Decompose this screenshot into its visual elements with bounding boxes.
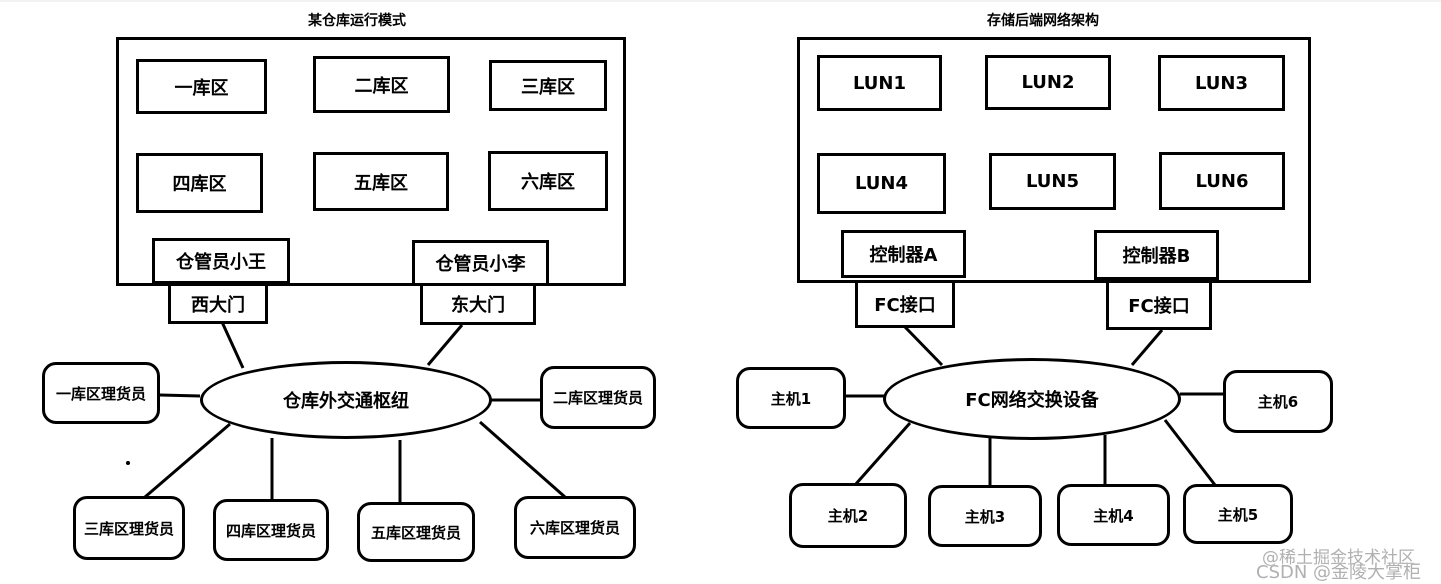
traffic-hub-ellipse: 仓库外交通枢纽: [200, 361, 492, 439]
controller-a-box: 控制器A: [841, 230, 966, 278]
fc-port-a-box: FC接口: [855, 280, 955, 328]
zone-6-clerk-box: 六库区理货员: [514, 496, 636, 559]
host-3-box: 主机3: [928, 485, 1042, 547]
connector-west-gate-hub: [220, 321, 245, 369]
lun-1-box: LUN1: [817, 55, 942, 111]
host-2-box: 主机2: [789, 483, 907, 548]
west-gate-box: 西大门: [168, 283, 268, 324]
connector-port-b-hub: [1130, 329, 1164, 366]
lun-2-box: LUN2: [985, 55, 1111, 110]
left-diagram-title: 某仓库运行模式: [308, 13, 406, 29]
stray-dot: [126, 461, 130, 465]
right-diagram-title: 存储后端网络架构: [987, 13, 1099, 29]
connector-clerk1-hub: [159, 393, 201, 398]
lun-3-box: LUN3: [1158, 55, 1285, 111]
zone-4-clerk-box: 四库区理货员: [213, 499, 329, 561]
zone-5-clerk-box: 五库区理货员: [357, 502, 475, 562]
zone-6-box: 六库区: [488, 151, 608, 211]
zone-4-box: 四库区: [136, 153, 263, 213]
keeper-wang-box: 仓管员小王: [152, 238, 290, 284]
connector-clerk6-hub: [479, 420, 566, 499]
lun-4-box: LUN4: [817, 153, 946, 214]
keeper-li-box: 仓管员小李: [412, 240, 549, 286]
host-1-box: 主机1: [736, 367, 846, 429]
top-divider: [0, 0, 1441, 2]
host-5-box: 主机5: [1183, 484, 1293, 544]
connector-host5-hub: [1163, 419, 1217, 486]
zone-5-box: 五库区: [313, 152, 449, 211]
fc-switch-ellipse: FC网络交换设备: [883, 358, 1181, 440]
lun-6-box: LUN6: [1159, 152, 1285, 210]
watermark-juejin: @稀土掘金技术社区: [1262, 548, 1415, 568]
host-6-box: 主机6: [1223, 370, 1333, 433]
zone-1-clerk-box: 一库区理货员: [42, 362, 160, 424]
host-4-box: 主机4: [1057, 484, 1170, 546]
east-gate-box: 东大门: [420, 283, 536, 325]
controller-b-box: 控制器B: [1094, 230, 1219, 280]
connector-host2-hub: [853, 422, 912, 486]
lun-5-box: LUN5: [989, 153, 1116, 210]
connector-clerk3-hub: [144, 422, 231, 499]
watermark-csdn: CSDN @金陵大掌柜: [1256, 562, 1422, 583]
zone-1-box: 一库区: [136, 59, 267, 114]
zone-3-box: 三库区: [489, 60, 607, 111]
connector-port-a-hub: [903, 325, 944, 367]
zone-2-clerk-box: 二库区理货员: [540, 366, 656, 429]
connector-east-gate-hub: [426, 324, 464, 366]
fc-port-b-box: FC接口: [1106, 280, 1212, 330]
zone-3-clerk-box: 三库区理货员: [73, 496, 185, 560]
zone-2-box: 二库区: [313, 56, 450, 113]
